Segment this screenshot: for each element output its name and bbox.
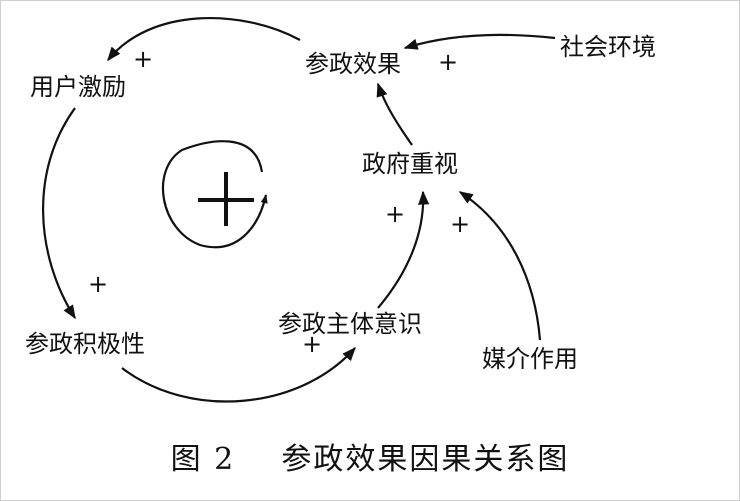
node-social-environment: 社会环境 (560, 33, 656, 61)
sign-environment-to-effect: + (438, 48, 458, 76)
link-media-to-government (458, 191, 542, 341)
sign-awareness-to-government: + (385, 200, 405, 228)
sign-enthusiasm-to-awareness: + (302, 330, 322, 358)
node-media-role: 媒介作用 (482, 345, 578, 373)
link-environment-to-effect (403, 33, 556, 50)
link-enthusiasm-to-awareness (121, 346, 356, 403)
sign-media-to-government: + (450, 210, 470, 238)
sign-incentive-to-enthusiasm: + (88, 270, 108, 298)
link-incentive-to-enthusiasm (42, 107, 76, 320)
node-participation-enthusiasm: 参政积极性 (25, 330, 145, 358)
node-participation-effect: 参政效果 (305, 50, 401, 78)
link-government-to-effect (376, 82, 413, 146)
link-awareness-to-government (377, 190, 430, 309)
node-subject-awareness: 参政主体意识 (278, 310, 422, 338)
causal-loop-diagram: 用户激励 参政效果 社会环境 政府重视 参政积极性 参政主体意识 媒介作用 + … (25, 17, 656, 403)
loop-circle-arrow (161, 140, 268, 249)
sign-effect-to-incentive: + (133, 45, 153, 73)
reinforcing-loop-indicator (161, 140, 268, 249)
node-user-incentive: 用户激励 (30, 73, 126, 101)
node-government-attention: 政府重视 (362, 150, 458, 178)
figure-caption: 图 2 参政效果因果关系图 (170, 442, 570, 477)
link-effect-to-incentive (107, 17, 301, 62)
